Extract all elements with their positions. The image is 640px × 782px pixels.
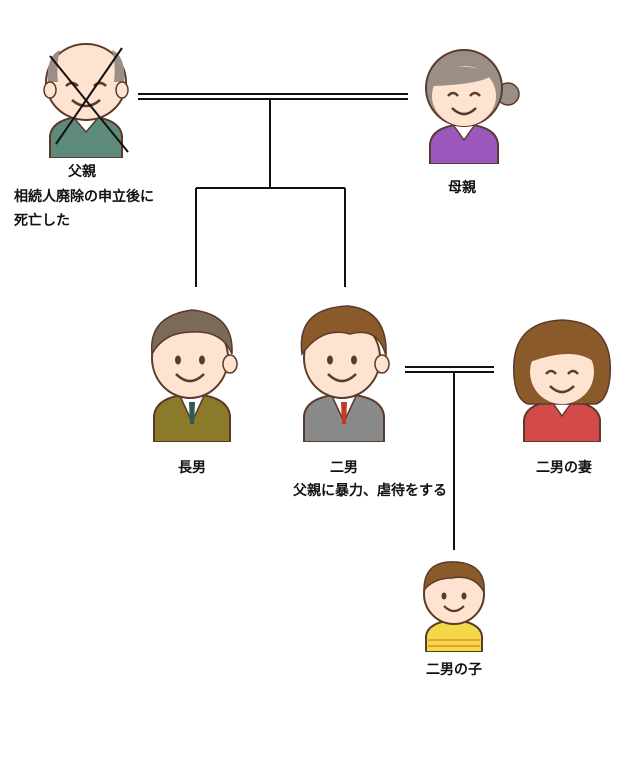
father-name-label: 父親 — [68, 164, 96, 180]
second-son-wife-name-label: 二男の妻 — [536, 460, 592, 476]
mother-name-label: 母親 — [448, 180, 476, 196]
second-son-name-label: 二男 — [330, 460, 358, 476]
second-son-note-label: 父親に暴力、虐待をする — [293, 483, 447, 499]
deceased-cross-mark — [49, 55, 129, 153]
eldest-son-illustration — [150, 309, 238, 442]
mother-illustration — [425, 49, 520, 164]
second-son-child-name-label: 二男の子 — [426, 662, 482, 678]
second-son-wife-illustration — [513, 319, 611, 442]
eldest-son-name-label: 長男 — [178, 460, 206, 476]
father-note-line1: 相続人廃除の申立後に — [14, 189, 154, 205]
second-son-child-illustration — [423, 561, 485, 652]
second-son-illustration — [300, 305, 390, 442]
father-note-line2: 死亡した — [14, 213, 70, 229]
father-illustration — [43, 43, 129, 158]
